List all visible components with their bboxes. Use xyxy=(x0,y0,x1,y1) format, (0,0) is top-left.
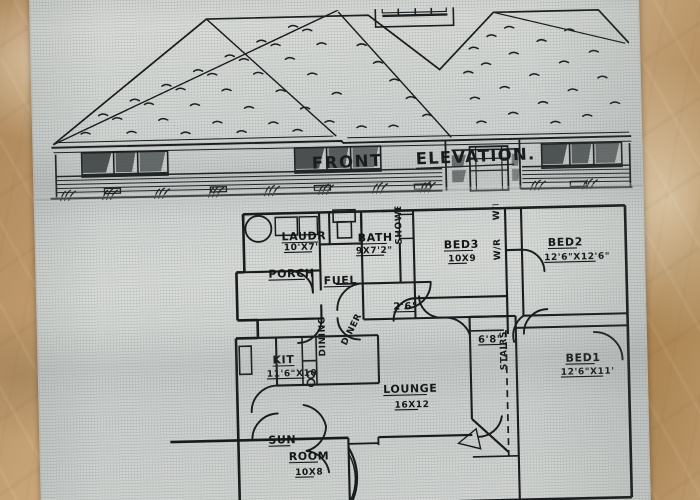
room-dimensions: 12'6"X11' xyxy=(561,367,615,378)
room-name: SHOWER xyxy=(394,201,405,245)
dimension-note-text: 2'6" xyxy=(393,301,418,313)
room-label-stairs: STAIRS xyxy=(499,331,510,370)
room-label-w-r: W/R xyxy=(493,238,504,260)
plan-laundry-porch-block xyxy=(244,208,363,322)
room-name: DINER xyxy=(340,312,364,347)
room-name: FUEL xyxy=(323,274,357,288)
elevation-title-front: FRONT xyxy=(311,151,383,173)
room-label-dining: DINING xyxy=(317,316,328,356)
room-label-bed1: BED1 12'6"X11' xyxy=(561,351,615,378)
plan-dimension-notes: 2'6" 6'8" xyxy=(393,301,503,346)
room-name: W/R xyxy=(492,201,503,220)
room-dimensions: 12'6"X12'6" xyxy=(544,252,610,264)
room-dimensions: 10X9 xyxy=(448,254,476,265)
window-centre xyxy=(293,145,382,174)
printed-plan-sheet: FRONT ELEVATION. xyxy=(29,0,651,500)
room-name: BATH xyxy=(357,231,392,245)
room-name: LOUNGE xyxy=(383,382,438,396)
room-name: KIT xyxy=(272,353,294,367)
plan-outer-walls xyxy=(170,203,634,500)
room-name: LAUDR xyxy=(281,229,326,243)
room-label-fuel: FUEL xyxy=(323,274,357,288)
room-label-room: ROOM 10X8 xyxy=(289,449,330,478)
dimension-note: 6'8" xyxy=(478,334,503,346)
room-name: DINING xyxy=(317,316,328,356)
elevation-caption-layer: FRONT ELEVATION. xyxy=(311,144,536,174)
plan-kitchen-fixtures xyxy=(238,335,318,388)
room-dimensions: 9X7'2" xyxy=(356,246,393,257)
room-dimensions: 10X8 xyxy=(295,467,323,478)
front-door xyxy=(444,139,522,192)
room-label-kit: KIT 11'6"X10 xyxy=(267,353,318,380)
grass-tufts xyxy=(60,178,598,202)
room-name: SUN xyxy=(268,433,296,447)
room-dimensions: 11'6"X10 xyxy=(267,369,318,380)
dimension-note-text: 6'8" xyxy=(478,334,503,346)
elevation-title-elevation: ELEVATION. xyxy=(415,144,535,168)
plan-door-swings xyxy=(250,248,624,474)
room-label-diner: DINER xyxy=(340,312,364,347)
front-elevation-svg xyxy=(50,0,633,202)
room-label-shower: SHOWER xyxy=(394,196,405,245)
room-dimensions: 16X12 xyxy=(394,400,429,411)
dimension-note: 2'6" xyxy=(393,301,418,313)
room-name: ROOM xyxy=(289,449,330,463)
room-name: BED3 xyxy=(444,238,479,252)
front-elevation-drawing xyxy=(38,0,633,202)
room-name: BED2 xyxy=(548,235,583,249)
room-label-bed2: BED2 12'6"X12'6" xyxy=(544,235,610,264)
plan-sun-room-bay xyxy=(347,437,380,500)
room-name: BED1 xyxy=(565,351,600,365)
plan-lounge-stairs-block xyxy=(257,314,628,500)
room-label-sun: SUN xyxy=(268,433,296,447)
room-name: STAIRS xyxy=(499,331,510,370)
room-label-lounge: LOUNGE 16X12 xyxy=(383,382,438,411)
room-label-porch: PORCH xyxy=(268,267,315,281)
room-dimensions: 10'X7' xyxy=(284,243,319,254)
room-label-w-r: W/R xyxy=(492,198,503,220)
room-name: PORCH xyxy=(268,267,314,281)
room-label-bed3: BED3 10X9 xyxy=(444,238,479,265)
room-name: W/R xyxy=(493,238,504,260)
plan-bath-block xyxy=(319,210,431,321)
roof-shingle-texture xyxy=(80,24,621,135)
window-left xyxy=(80,150,169,178)
window-right xyxy=(540,141,623,170)
